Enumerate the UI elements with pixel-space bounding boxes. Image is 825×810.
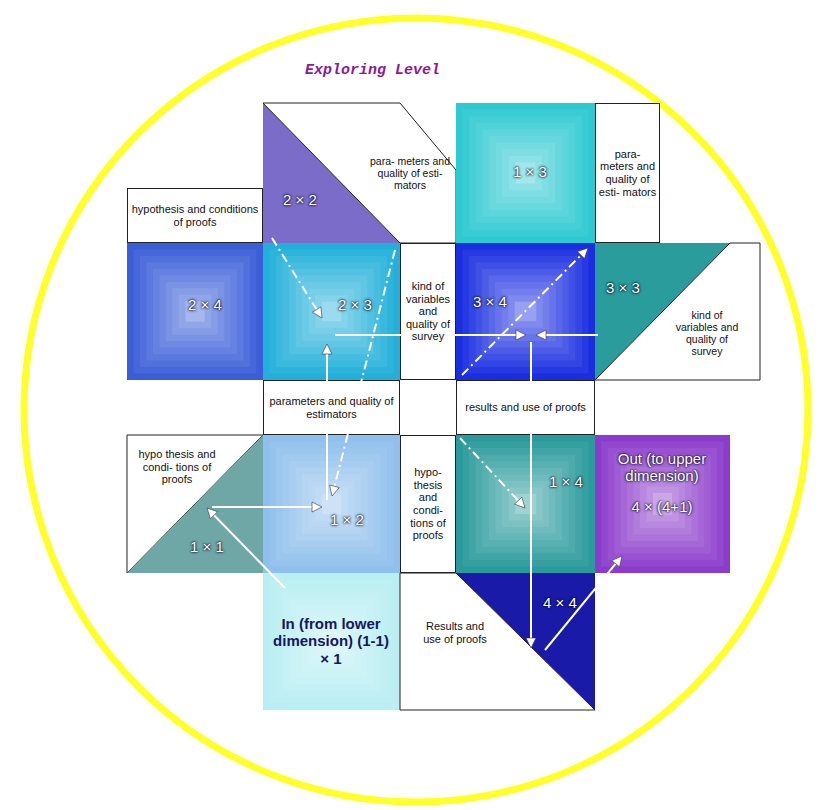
arrow-head [313, 307, 323, 318]
flow-connector [212, 502, 322, 512]
pyramid-cell: Out (to upper dimension) 4 × (4+1) [595, 435, 730, 573]
triangle-part [127, 435, 263, 573]
cell-label: 2 × 3 [338, 296, 372, 313]
flow-connector [460, 438, 525, 508]
yellow-circle [24, 18, 808, 802]
diagram-title: Exploring Level [305, 62, 440, 79]
flow-connector [462, 248, 588, 375]
cell-label: 2 × 2 [283, 191, 317, 208]
note-text: results and use of proofs [459, 401, 592, 414]
connector-line [462, 254, 582, 375]
arrow-head [330, 485, 340, 496]
pyramid-cell: 3 × 4 [456, 243, 595, 380]
cell-label: 3 × 3 [606, 279, 640, 296]
cell-label: 2 × 4 [188, 296, 222, 313]
cell-label: 4 × 4 [543, 594, 577, 611]
triangle-part [263, 103, 456, 243]
note-box: hypothesis and conditions of proofs [127, 188, 263, 243]
entry-label: In (from lower dimension) (1-1) × 1 [271, 615, 391, 667]
arrow-head [536, 330, 546, 340]
note-text: kind of variables and quality of survey [672, 309, 742, 357]
flow-connector [526, 342, 536, 648]
note-text: hypo thesis and condi- tions of proofs [134, 448, 220, 486]
cell-label: 1 × 1 [190, 538, 224, 555]
flow-connector [330, 250, 395, 496]
note-text: hypo- thesis and condi- tions of proofs [403, 466, 453, 542]
cell-label: 3 × 4 [473, 293, 507, 310]
note-box: parameters and quality of estimators [263, 380, 400, 435]
arrow-head [577, 248, 588, 259]
connector-line [530, 342, 532, 640]
flow-connector [536, 330, 598, 340]
note-box: results and use of proofs [456, 380, 595, 435]
pyramid-cell: 2 × 3 [263, 243, 400, 380]
note-box: kind of variables and quality of survey [400, 243, 456, 380]
arrow-head [312, 502, 322, 512]
flow-connector [322, 344, 332, 500]
split-shape [595, 243, 760, 380]
note-text: para- meters and quality of esti- mators [598, 148, 657, 199]
connector-line [335, 334, 518, 336]
flow-connector [545, 556, 622, 650]
flow-connector [272, 238, 322, 318]
connector-line [334, 250, 395, 488]
cell-label: 1 × 2 [330, 511, 364, 528]
connector-line [545, 562, 617, 650]
pyramid-cell: 2 × 4 [127, 243, 263, 380]
connector-line [460, 438, 520, 502]
cell-label: 1 × 4 [549, 473, 583, 490]
triangle-part [595, 243, 760, 380]
arrow-head [322, 344, 332, 354]
note-text: hypothesis and conditions of proofs [130, 203, 260, 228]
triangle-part [127, 435, 263, 573]
exit-label: Out (to upper dimension) [602, 450, 722, 485]
pyramid-cell: In (from lower dimension) (1-1) × 1 [263, 573, 400, 710]
cell-label: 4 × (4+1) [632, 498, 693, 515]
arrow-head [515, 497, 526, 508]
connector-line [272, 238, 318, 311]
arrow-head [612, 556, 622, 567]
split-cell: 3 × 3 kind of variables and quality of su… [595, 243, 760, 380]
note-box: para- meters and quality of esti- mators [595, 103, 660, 243]
arrow-head [207, 508, 218, 519]
cell-label: 1 × 3 [513, 163, 547, 180]
triangle-part [400, 573, 595, 710]
note-text: para- meters and quality of esti- mators [370, 155, 450, 191]
flow-connector [207, 508, 285, 588]
note-text: parameters and quality of estimators [266, 395, 397, 420]
arrow-head [526, 638, 536, 648]
split-cell: Results and use of proofs 4 × 4 [400, 573, 595, 710]
pyramid-cell: 1 × 4 [456, 435, 595, 573]
pyramid-cell: 1 × 2 [263, 435, 400, 573]
note-box: hypo- thesis and condi- tions of proofs [400, 435, 456, 573]
split-cell: 2 × 2 para- meters and quality of esti- m… [263, 103, 456, 243]
note-text: kind of variables and quality of survey [403, 280, 453, 343]
note-text: Results and use of proofs [420, 620, 490, 645]
arrow-head [516, 330, 526, 340]
connector-line [326, 352, 328, 500]
connector-line [212, 506, 314, 508]
connector-line [544, 334, 598, 336]
connector-line [213, 514, 285, 588]
pyramid-cell: 1 × 3 [456, 103, 595, 243]
flow-connector [335, 330, 526, 340]
split-cell: hypo thesis and condi- tions of proofs 1 … [127, 435, 263, 573]
